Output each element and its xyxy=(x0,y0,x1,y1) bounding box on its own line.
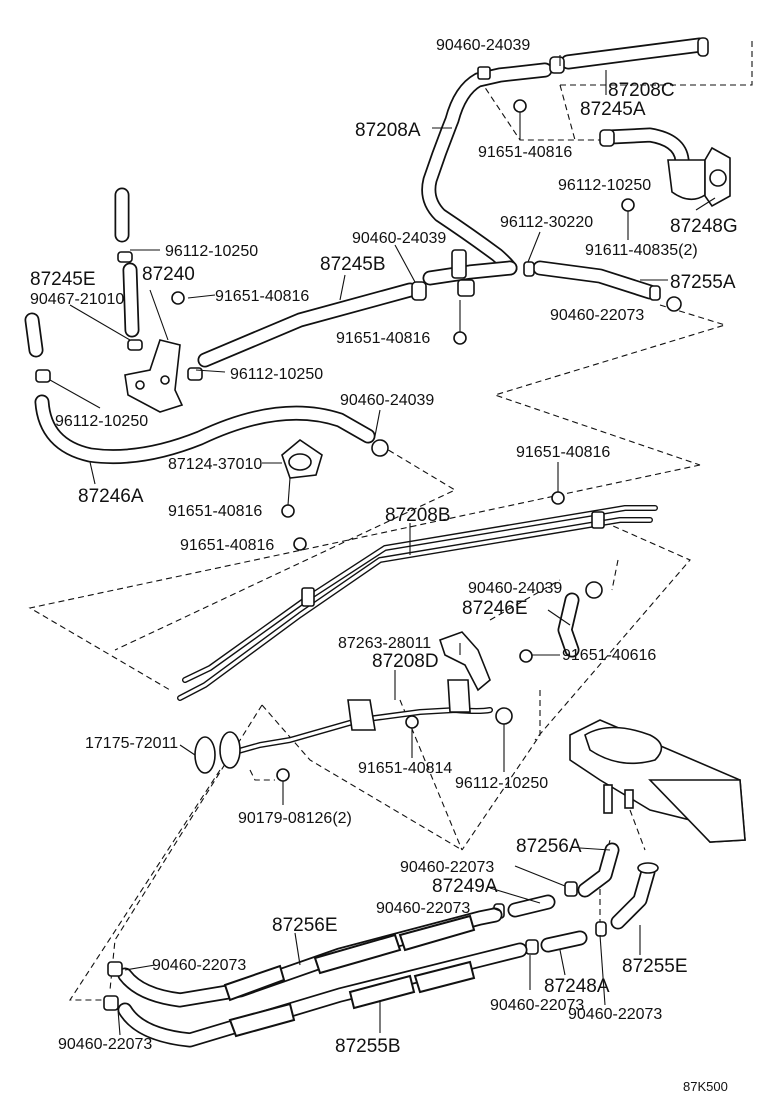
pipe-87208b xyxy=(177,491,658,701)
hose-87246a xyxy=(34,367,389,465)
hose-87256e xyxy=(107,907,503,1008)
bracket-87240 xyxy=(124,291,185,413)
label-87256a: 87256A xyxy=(516,836,582,857)
leader-lines xyxy=(49,55,716,1036)
label-90460-22073-b: 90460-22073 xyxy=(376,900,470,917)
hose-87245b xyxy=(197,281,427,368)
label-96112-10250-top: 96112-10250 xyxy=(558,177,651,194)
part-number-labels: 90460-24039 87208C 87245A 87208A 91651-4… xyxy=(30,37,738,1094)
label-87208c: 87208C xyxy=(608,80,675,101)
label-87263-28011: 87263-28011 xyxy=(338,635,431,652)
label-87245b: 87245B xyxy=(320,254,386,275)
bracket-87263-28011 xyxy=(438,631,533,692)
diagram-reference-code: 87K500 xyxy=(683,1079,728,1094)
hose-87256a xyxy=(564,842,620,898)
label-91651-40816-mid: 91651-40816 xyxy=(336,330,430,347)
label-96112-10250-c: 96112-10250 xyxy=(455,775,548,792)
label-87249a: 87249A xyxy=(432,876,498,897)
label-87245a: 87245A xyxy=(580,99,646,120)
label-90460-24039-top: 90460-24039 xyxy=(436,37,530,54)
heater-unit xyxy=(569,719,746,843)
label-90467-21010: 90467-21010 xyxy=(30,291,124,308)
label-90460-22073-r: 90460-22073 xyxy=(550,307,644,324)
label-90460-22073-d: 90460-22073 xyxy=(490,997,584,1014)
label-87124-37010: 87124-37010 xyxy=(168,456,262,473)
gasket-17175-72011 xyxy=(194,731,290,782)
bolt-91611-40835 xyxy=(621,198,635,240)
label-90460-24039-b: 90460-24039 xyxy=(468,580,562,597)
label-87246e: 87246E xyxy=(462,598,528,619)
label-91651-40814: 91651-40814 xyxy=(358,760,452,777)
label-90460-22073-e: 90460-22073 xyxy=(568,1006,662,1023)
label-87245e: 87245E xyxy=(30,269,96,290)
label-90179-08126: 90179-08126(2) xyxy=(238,810,352,827)
label-87255a: 87255A xyxy=(670,272,736,293)
bolt-91651-40816-mid xyxy=(453,331,467,345)
hose-87255e xyxy=(610,862,659,930)
label-96112-10250-low: 96112-10250 xyxy=(55,413,148,430)
grommet-87124-37010 xyxy=(281,438,323,518)
label-87208b: 87208B xyxy=(385,505,451,526)
hose-87255a xyxy=(523,260,682,312)
label-87248g: 87248G xyxy=(670,216,738,237)
label-87248a: 87248A xyxy=(544,976,610,997)
label-90460-22073-f: 90460-22073 xyxy=(58,1036,152,1053)
pipe-87208a xyxy=(421,62,553,297)
pipe-87248a xyxy=(525,921,607,955)
hose-87255b xyxy=(103,942,528,1048)
label-91651-40816-left: 91651-40816 xyxy=(215,288,309,305)
pipe-87208d xyxy=(232,679,513,755)
label-87208a: 87208A xyxy=(355,120,421,141)
label-90460-22073-c: 90460-22073 xyxy=(152,957,246,974)
hose-87245e xyxy=(24,187,143,358)
label-87208d: 87208D xyxy=(372,651,439,672)
label-96112-10250-left: 96112-10250 xyxy=(165,243,258,260)
label-17175-72011: 17175-72011 xyxy=(85,735,178,752)
label-91651-40816-top: 91651-40816 xyxy=(478,144,572,161)
label-91611-40835: 91611-40835(2) xyxy=(585,242,698,259)
label-87246a: 87246A xyxy=(78,486,144,507)
label-90460-22073-a: 90460-22073 xyxy=(400,859,494,876)
hose-87246e xyxy=(557,581,603,658)
label-91651-40816-r2: 91651-40816 xyxy=(516,444,610,461)
hose-87245a xyxy=(549,37,709,74)
label-96112-10250-mid: 96112-10250 xyxy=(230,366,323,383)
label-91651-40616: 91651-40616 xyxy=(562,647,656,664)
label-96112-30220: 96112-30220 xyxy=(500,214,593,231)
label-87240: 87240 xyxy=(142,264,195,285)
label-91651-40816-b2: 91651-40816 xyxy=(180,537,274,554)
pipe-87208c xyxy=(599,127,731,208)
label-90460-24039-low: 90460-24039 xyxy=(340,392,434,409)
bolt-91651-40816-top xyxy=(513,99,527,140)
label-87256e: 87256E xyxy=(272,915,338,936)
label-87255e: 87255E xyxy=(622,956,688,977)
label-90460-24039-mid: 90460-24039 xyxy=(352,230,446,247)
label-87255b: 87255B xyxy=(335,1036,401,1057)
label-91651-40816-b1: 91651-40816 xyxy=(168,503,262,520)
